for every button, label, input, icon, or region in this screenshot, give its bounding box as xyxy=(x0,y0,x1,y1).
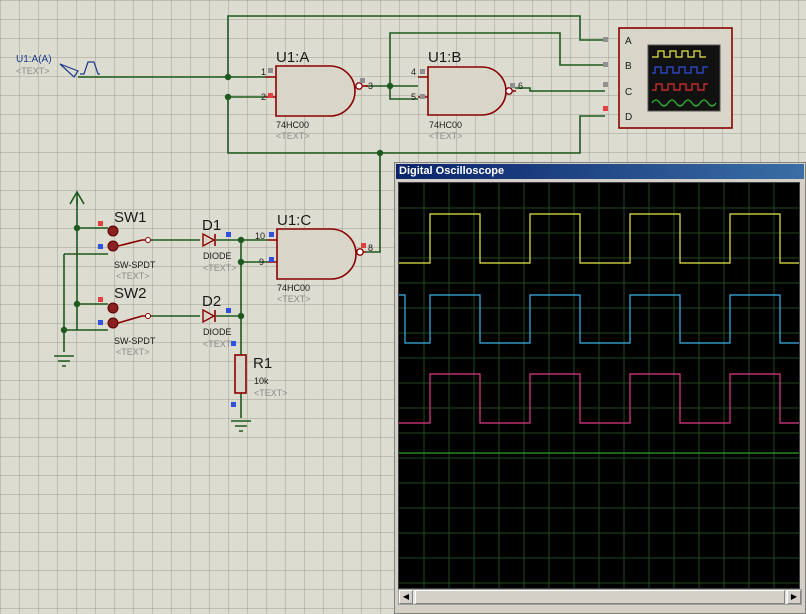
oscilloscope-display xyxy=(398,182,800,589)
power-terminal[interactable] xyxy=(69,190,85,205)
scroll-right-button[interactable]: ▶ xyxy=(787,590,801,604)
d2-symbol-icon xyxy=(202,308,216,324)
u1b-pin5-marker xyxy=(420,94,425,99)
u1c-pin10-label: 10 xyxy=(255,231,265,241)
u1b-name: U1:B xyxy=(428,49,461,66)
u1a-output-bubble xyxy=(355,82,363,90)
oscilloscope-scrollbar[interactable]: ◀ ▶ xyxy=(398,589,802,605)
scope-symbol-screen xyxy=(647,44,721,112)
trace-b xyxy=(399,294,799,344)
generator-text: <TEXT> xyxy=(16,66,50,76)
u1a-pin3-label: 3 xyxy=(368,81,373,91)
oscilloscope-title-bar[interactable]: Digital Oscilloscope xyxy=(396,164,804,179)
u1b-pin4-marker xyxy=(420,69,425,74)
sw1-name: SW1 xyxy=(114,209,147,226)
ground-icon xyxy=(231,420,251,432)
sw1-part: SW-SPDT xyxy=(114,260,156,270)
display-grid xyxy=(399,183,799,588)
u1c-body xyxy=(276,228,357,280)
ground-terminal-r1[interactable] xyxy=(231,420,251,432)
scope-channel-c: C xyxy=(625,87,632,98)
trace-a xyxy=(399,213,799,264)
u1c-pin9-label: 9 xyxy=(259,257,264,267)
power-arrow-icon xyxy=(69,190,85,205)
resistor-r1[interactable]: R1 10k <TEXT> xyxy=(231,341,288,407)
u1b-pin5-label: 5 xyxy=(411,92,416,102)
u1a-pin2-label: 2 xyxy=(261,92,266,102)
pulse-waveform-icon xyxy=(80,61,100,75)
switch-sw2[interactable]: SW2 SW-SPDT <TEXT> xyxy=(98,285,156,357)
scroll-thumb[interactable] xyxy=(415,590,785,604)
sw2-name: SW2 xyxy=(114,285,147,302)
u1c-part: 74HC00 xyxy=(277,283,310,293)
u1a-pin3-marker xyxy=(360,78,365,83)
u1c-pin8-label: 8 xyxy=(368,243,373,253)
d2-text: <TEXT> xyxy=(203,339,237,349)
diode-d1[interactable]: D1 DIODE <TEXT> xyxy=(202,217,237,273)
d1-name: D1 xyxy=(202,217,221,234)
u1b-part: 74HC00 xyxy=(429,120,462,130)
sw2-lever[interactable] xyxy=(117,315,148,324)
d1-text: <TEXT> xyxy=(203,263,237,273)
u1b-pin6-label: 6 xyxy=(518,81,523,91)
u1a-body xyxy=(275,65,356,117)
u1b-output-bubble xyxy=(505,87,513,95)
trace-c xyxy=(399,373,799,424)
u1c-text: <TEXT> xyxy=(277,294,311,304)
wire-junctions xyxy=(60,73,394,334)
r1-value: 10k xyxy=(254,376,269,386)
pulse-generator[interactable]: U1:A(A) <TEXT> xyxy=(16,54,100,78)
d2-name: D2 xyxy=(202,293,221,310)
gate-u1b[interactable]: U1:B 4 5 6 74HC00 <TEXT> xyxy=(411,49,523,141)
scope-channel-a: A xyxy=(625,36,632,47)
u1b-pin6-marker xyxy=(510,83,515,88)
ground-icon xyxy=(54,355,74,367)
ground-terminal-left[interactable] xyxy=(54,355,74,367)
oscilloscope-title: Digital Oscilloscope xyxy=(399,165,505,177)
oscilloscope-symbol[interactable]: A B C D xyxy=(603,27,733,129)
d1-part: DIODE xyxy=(203,251,232,261)
u1a-pin2-marker xyxy=(268,93,273,98)
gate-u1a[interactable]: U1:A 1 2 3 74HC00 <TEXT> xyxy=(261,49,373,141)
sw2-text: <TEXT> xyxy=(116,347,150,357)
u1c-name: U1:C xyxy=(277,212,311,229)
wires xyxy=(63,15,605,418)
r1-name: R1 xyxy=(253,355,272,372)
scroll-left-button[interactable]: ◀ xyxy=(399,590,413,604)
oscilloscope-window[interactable]: Digital Oscilloscope ◀ ▶ xyxy=(394,162,806,614)
scope-channel-d: D xyxy=(625,112,632,123)
u1c-output-bubble xyxy=(356,248,364,256)
generator-label: U1:A(A) xyxy=(16,54,52,65)
generator-arrow-icon xyxy=(59,63,79,78)
switch-sw1[interactable]: SW1 SW-SPDT <TEXT> xyxy=(98,209,156,281)
r1-text: <TEXT> xyxy=(254,388,288,398)
d2-part: DIODE xyxy=(203,327,232,337)
u1a-text: <TEXT> xyxy=(276,131,310,141)
sw1-lever[interactable] xyxy=(117,239,148,247)
sw2-part: SW-SPDT xyxy=(114,336,156,346)
u1b-text: <TEXT> xyxy=(429,131,463,141)
u1a-pin1-marker xyxy=(268,68,273,73)
u1b-pin4-label: 4 xyxy=(411,67,416,77)
r1-body xyxy=(234,354,247,394)
oscilloscope-traces xyxy=(399,183,799,588)
d1-symbol-icon xyxy=(202,232,216,248)
gate-u1c[interactable]: U1:C 10 9 8 74HC00 <TEXT> xyxy=(255,212,373,304)
scope-channel-b: B xyxy=(625,61,632,72)
sw1-text: <TEXT> xyxy=(116,271,150,281)
diode-d2[interactable]: D2 DIODE <TEXT> xyxy=(202,293,237,349)
u1b-body xyxy=(427,66,507,116)
u1a-pin1-label: 1 xyxy=(261,67,266,77)
u1a-name: U1:A xyxy=(276,49,309,66)
u1a-part: 74HC00 xyxy=(276,120,309,130)
